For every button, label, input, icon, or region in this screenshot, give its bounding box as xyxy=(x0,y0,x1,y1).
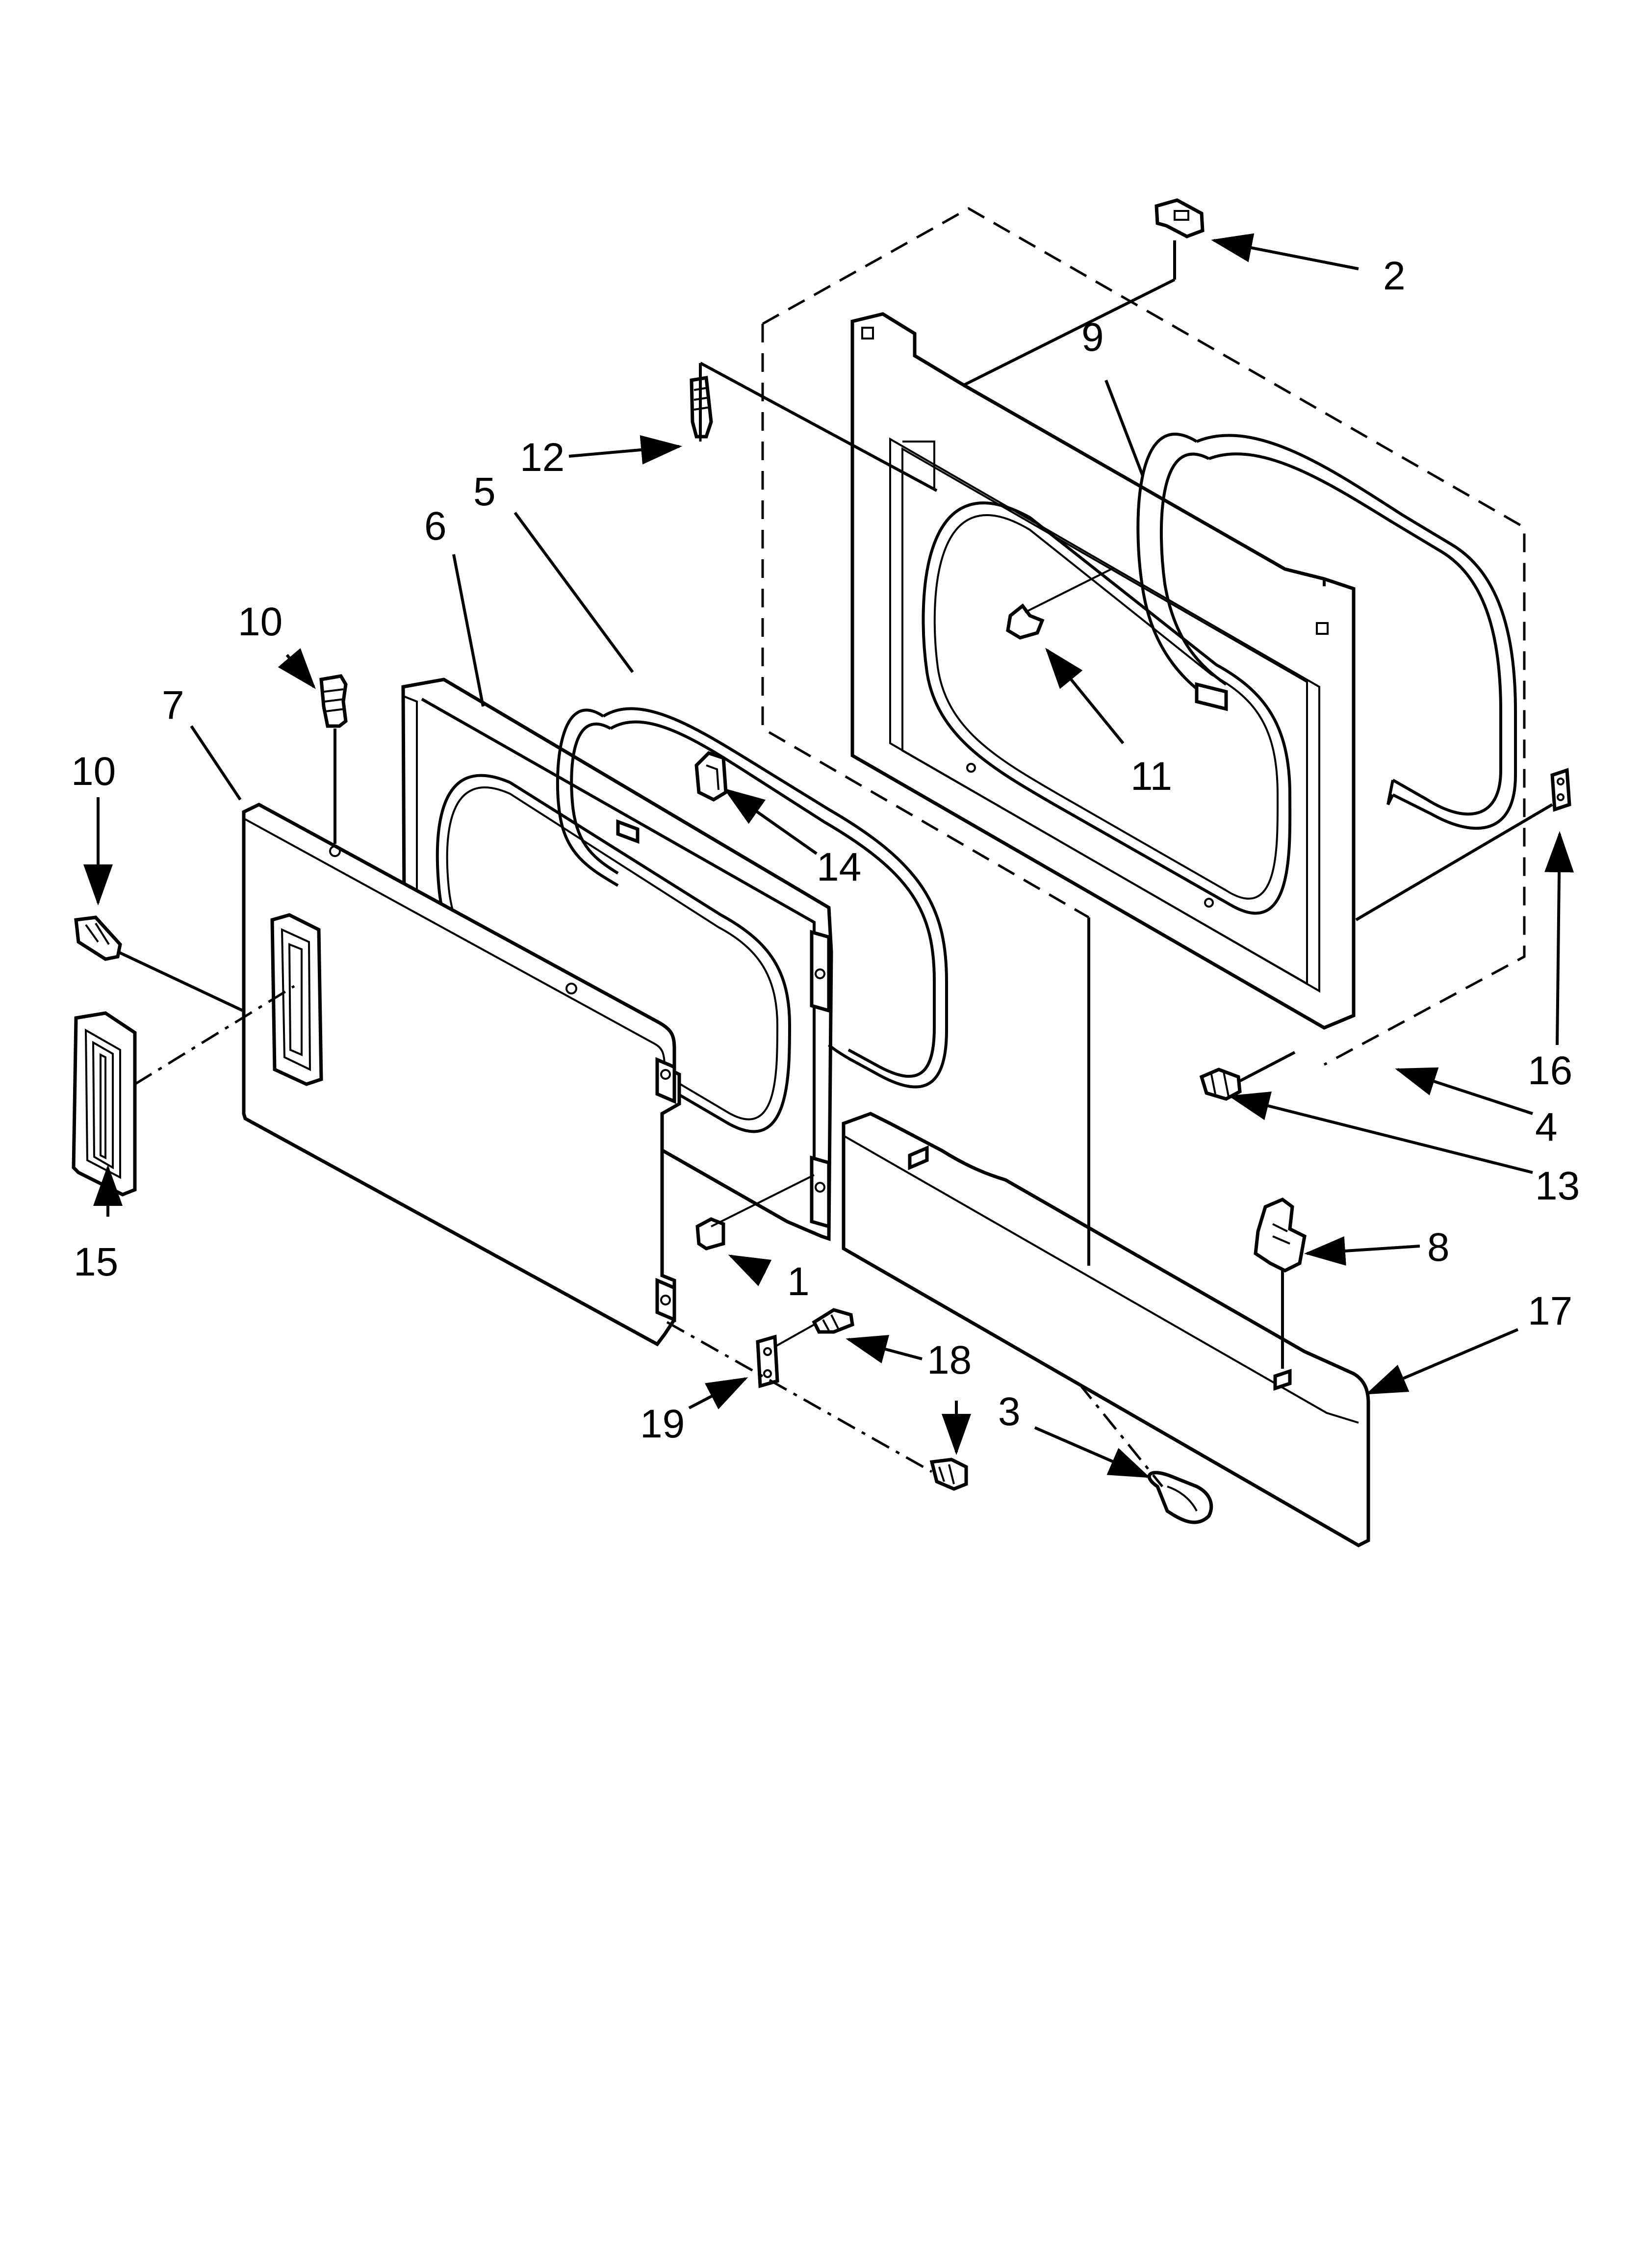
part-2-clip xyxy=(1155,198,1205,280)
callout-3: 3 xyxy=(998,1389,1021,1434)
callout-16: 16 xyxy=(1528,1048,1572,1093)
callout-15: 15 xyxy=(74,1240,118,1284)
part-3-strap xyxy=(1147,1471,1213,1524)
cabinet-outline xyxy=(761,207,1526,1066)
callout-10-left: 10 xyxy=(71,749,116,794)
part-18-screw-upper xyxy=(774,1308,854,1348)
part-15-handle xyxy=(72,1011,137,1197)
front-panel-frame xyxy=(850,312,1356,1030)
part-18-screw-lower xyxy=(929,1458,968,1491)
part-16-bracket xyxy=(1355,768,1571,921)
part-13-screw xyxy=(1199,1051,1296,1101)
part-10-screw-left xyxy=(74,915,244,1012)
toe-panel xyxy=(842,1112,1370,1547)
callout-7: 7 xyxy=(162,683,184,728)
callout-labels: 2 9 12 5 6 10 7 10 11 14 15 16 4 13 1 8 … xyxy=(71,254,1580,1446)
callout-10-top: 10 xyxy=(238,600,282,644)
callout-18: 18 xyxy=(927,1338,972,1382)
leader-lines xyxy=(83,233,1574,1478)
callout-8: 8 xyxy=(1427,1225,1450,1270)
part-12-screw xyxy=(690,363,713,439)
part-1-catch xyxy=(695,1174,815,1251)
callout-14: 14 xyxy=(817,845,861,889)
callout-19: 19 xyxy=(640,1402,685,1446)
callout-12: 12 xyxy=(520,435,564,480)
part-19-hinge-plate xyxy=(756,1334,779,1388)
callout-17: 17 xyxy=(1528,1289,1572,1333)
part-14-bracket xyxy=(694,751,728,802)
part-8-clip xyxy=(1254,1197,1307,1369)
part-11-latch xyxy=(1006,567,1114,640)
callout-2: 2 xyxy=(1383,254,1406,298)
rear-door-seal xyxy=(1136,433,1517,830)
callout-13: 13 xyxy=(1535,1164,1580,1208)
callout-11: 11 xyxy=(1130,754,1172,799)
callout-5: 5 xyxy=(473,469,496,514)
part-10-screw-top xyxy=(319,674,348,844)
door-seal-ring xyxy=(556,707,948,1089)
callout-9: 9 xyxy=(1081,315,1104,360)
callout-4: 4 xyxy=(1535,1105,1558,1149)
callout-6: 6 xyxy=(424,504,447,548)
callout-1: 1 xyxy=(787,1259,810,1304)
outer-door xyxy=(242,803,681,1347)
inner-door-panel xyxy=(401,678,833,1241)
